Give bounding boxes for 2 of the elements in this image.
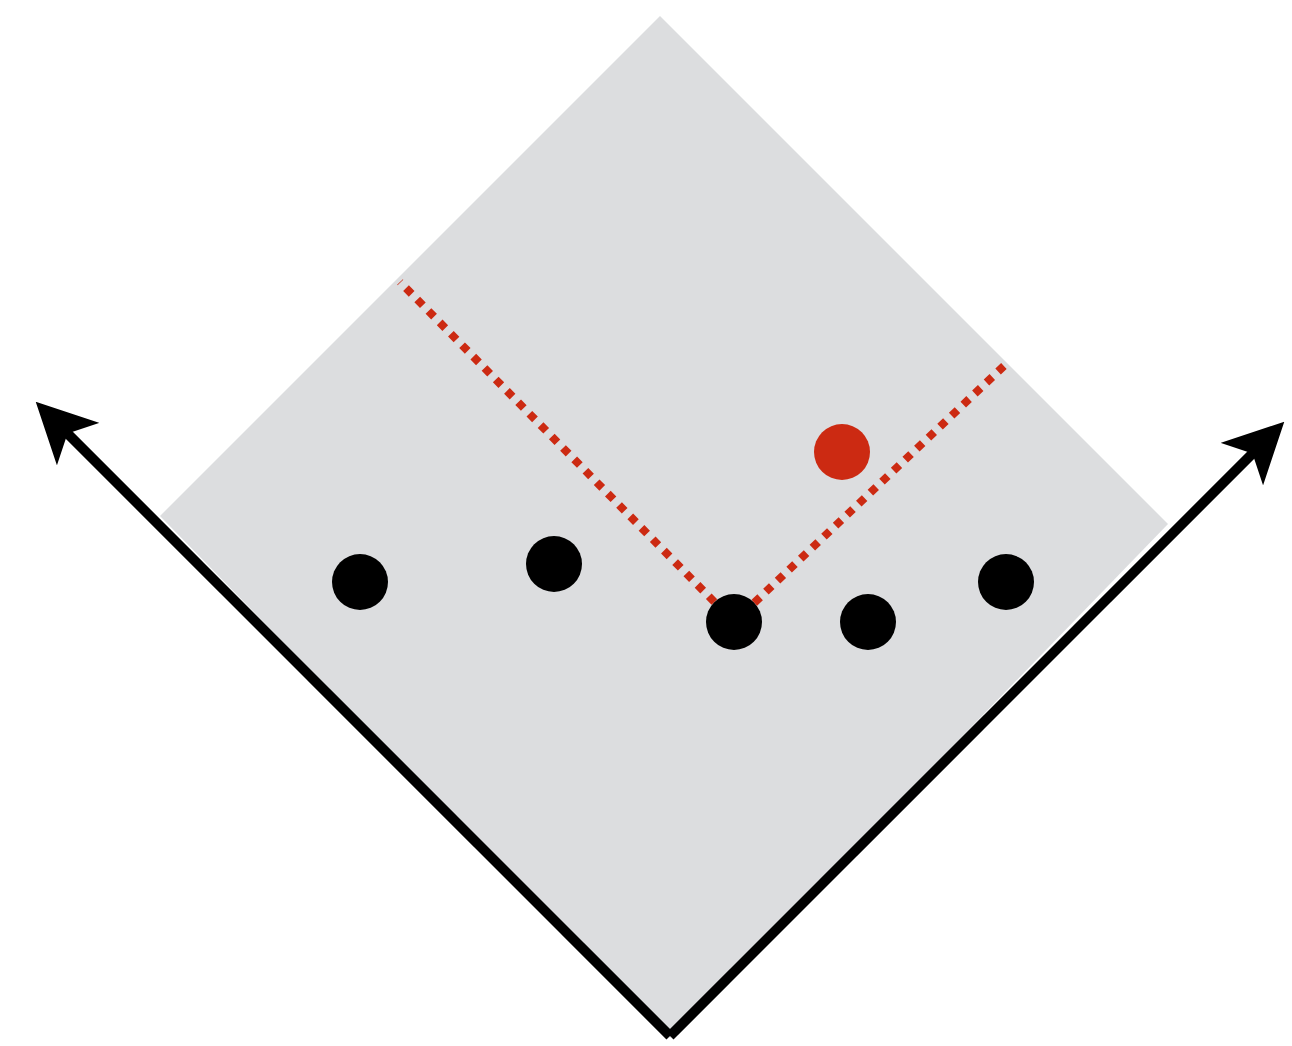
dotted-line xyxy=(397,279,718,605)
dotted-line xyxy=(751,361,1009,606)
